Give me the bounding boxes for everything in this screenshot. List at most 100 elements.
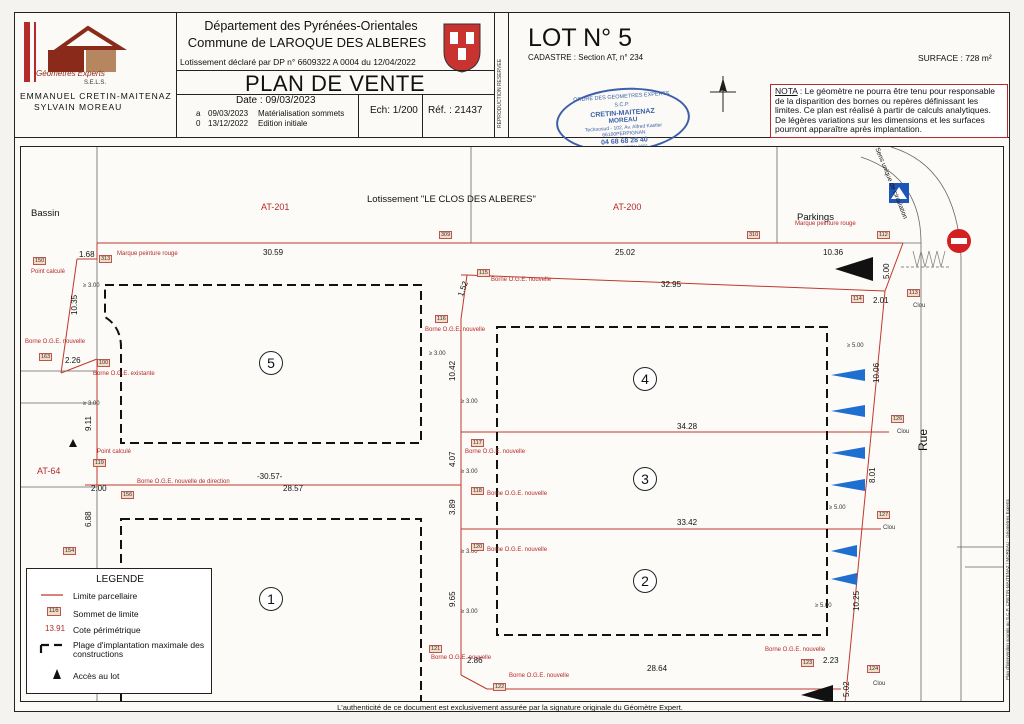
department: Département des Pyrénées-Orientales — [204, 19, 418, 33]
tag-313: 313 — [99, 255, 113, 264]
label-bassin: Bassin — [31, 208, 60, 219]
company-person: SYLVAIN MOREAU — [34, 102, 123, 112]
north-label: N — [720, 86, 726, 93]
setback-2: ≥ 3.00 — [429, 351, 446, 357]
lot-4-marker: 4 — [633, 367, 657, 391]
mark-borne-6: Borne O.G.E. nouvelle — [487, 547, 548, 553]
tag-124: 124 — [867, 665, 881, 674]
dim-2-23: 2.23 — [823, 656, 839, 665]
lot-3-marker: 3 — [633, 467, 657, 491]
setback-4: ≥ 3.00 — [461, 469, 478, 475]
mark-borne-5: Borne O.G.E. nouvelle — [487, 491, 548, 497]
parcel-at200: AT-200 — [613, 202, 642, 212]
mark-point-calcule-2: Point calculé — [97, 449, 132, 455]
mark-peinture-1: Marque peinture rouge — [117, 251, 178, 257]
setback-3: ≥ 3.00 — [461, 399, 478, 405]
tag-118: 118 — [471, 487, 484, 496]
reproduction-note: REPRODUCTION RESERVEE — [497, 58, 503, 128]
commune-crest — [440, 20, 484, 74]
revision-desc-a: Matérialisation sommets — [258, 109, 345, 118]
legend-item-dim: Cote périmétrique — [73, 625, 141, 635]
footer-side-text: Plan d'intervention soumis au S.C.P. CRE… — [1005, 499, 1010, 680]
dim-33-42: 33.42 — [677, 518, 698, 527]
mark-clou-4: Clou — [873, 681, 886, 687]
legend-sample-tag: 116 — [47, 607, 61, 616]
tag-117: 117 — [471, 439, 484, 448]
dim-34-28: 34.28 — [677, 422, 698, 431]
mark-clou-3: Clou — [883, 525, 896, 531]
plan-drawing — [21, 147, 1003, 701]
lot-2-marker: 2 — [633, 569, 657, 593]
revision-date-a: 09/03/2023 — [208, 109, 249, 118]
legend-title: LEGENDE — [96, 574, 144, 585]
tag-122: 122 — [493, 683, 507, 692]
tag-100: 100 — [97, 359, 111, 368]
revision-index-a: a — [196, 109, 201, 118]
revision-index-0: 0 — [196, 119, 201, 128]
dim-30-57: -30.57- — [257, 472, 283, 481]
mark-borne-direction: Borne O.G.E. nouvelle de direction — [137, 479, 230, 485]
north-arrow — [708, 76, 738, 112]
dim-4-07: 4.07 — [448, 451, 457, 467]
north-arrow-icon — [710, 76, 736, 112]
crest-icon — [443, 23, 481, 73]
parcel-at64: AT-64 — [37, 466, 61, 476]
mark-borne-2: Borne O.G.E. nouvelle — [425, 327, 486, 333]
dim-6-88: 6.88 — [84, 511, 93, 527]
legend-item-vertex: Sommet de limite — [73, 609, 139, 619]
mark-borne-1: Borne O.G.E. nouvelle — [25, 339, 86, 345]
legend-item-access: Accès au lot — [73, 671, 120, 681]
commune: Commune de LAROQUE DES ALBERES — [187, 35, 427, 50]
reference: Réf. : 21437 — [428, 105, 483, 116]
setback-6: ≥ 3.00 — [461, 609, 478, 615]
dim-10-35: 10.35 — [70, 294, 79, 315]
house-logo-icon — [24, 22, 127, 82]
dim-10-36: 10.36 — [823, 248, 844, 257]
revision-desc-0: Edition initiale — [258, 119, 308, 128]
dim-2-26: 2.26 — [65, 356, 81, 365]
setback-10: ≥ 5.00 — [815, 603, 832, 609]
dim-5-02: 5.02 — [842, 681, 851, 697]
mark-peinture-2: Marque peinture rouge — [795, 221, 856, 227]
legend-item-limit: Limite parcellaire — [73, 591, 138, 601]
dim-8-01: 8.01 — [868, 467, 877, 483]
tag-123: 123 — [801, 659, 815, 668]
cadastre: CADASTRE : Section AT, n° 234 — [528, 53, 644, 62]
dim-10-06: 10.06 — [872, 362, 881, 383]
mark-borne-8: Borne O.G.E. nouvelle — [509, 673, 570, 679]
dim-25-02: 25.02 — [615, 248, 636, 257]
mark-clou-2: Clou — [897, 429, 910, 435]
tag-113: 113 — [907, 289, 920, 298]
tag-116: 116 — [435, 315, 448, 324]
dim-10-42: 10.42 — [448, 360, 457, 381]
nota-label: NOTA — [775, 86, 798, 96]
declaration: Lotissement déclaré par DP n° 6609322 A … — [180, 57, 416, 67]
dim-2-01: 2.01 — [873, 296, 889, 305]
tag-127: 127 — [877, 511, 891, 520]
legend: LEGENDE Limite parcellaire 116 Sommet de… — [26, 568, 212, 694]
mark-borne-3: Borne O.G.E. nouvelle — [491, 277, 552, 283]
setback-5: ≥ 3.00 — [461, 549, 478, 555]
lot-1-marker: 1 — [259, 587, 283, 611]
legend-symbols — [39, 594, 67, 679]
lot-title: LOT N° 5 — [528, 24, 633, 52]
tag-114: 114 — [851, 295, 864, 304]
tag-112: 112 — [877, 231, 890, 240]
date-label: Date : 09/03/2023 — [236, 95, 316, 106]
nota-text: : Le géomètre ne pourra être tenu pour r… — [775, 86, 996, 135]
scale: Ech: 1/200 — [370, 105, 418, 116]
company-logo — [20, 20, 170, 90]
tag-119: 119 — [93, 459, 106, 468]
footer-authenticity: L'authenticité de ce document est exclus… — [337, 703, 683, 712]
mark-borne-4: Borne O.G.E. nouvelle — [465, 449, 526, 455]
dim-30-59: 30.59 — [263, 248, 284, 257]
nota-box: NOTA : Le géomètre ne pourra être tenu p… — [770, 84, 1008, 138]
dim-2-00: 2.00 — [91, 484, 107, 493]
dim-9-65: 9.65 — [448, 591, 457, 607]
tag-163: 163 — [39, 353, 53, 362]
mark-borne-existante: Borne O.G.E. existante — [93, 371, 155, 377]
tag-126: 126 — [891, 415, 905, 424]
tag-121: 121 — [429, 645, 443, 654]
header-band — [14, 12, 1010, 138]
tag-156: 156 — [121, 491, 135, 500]
